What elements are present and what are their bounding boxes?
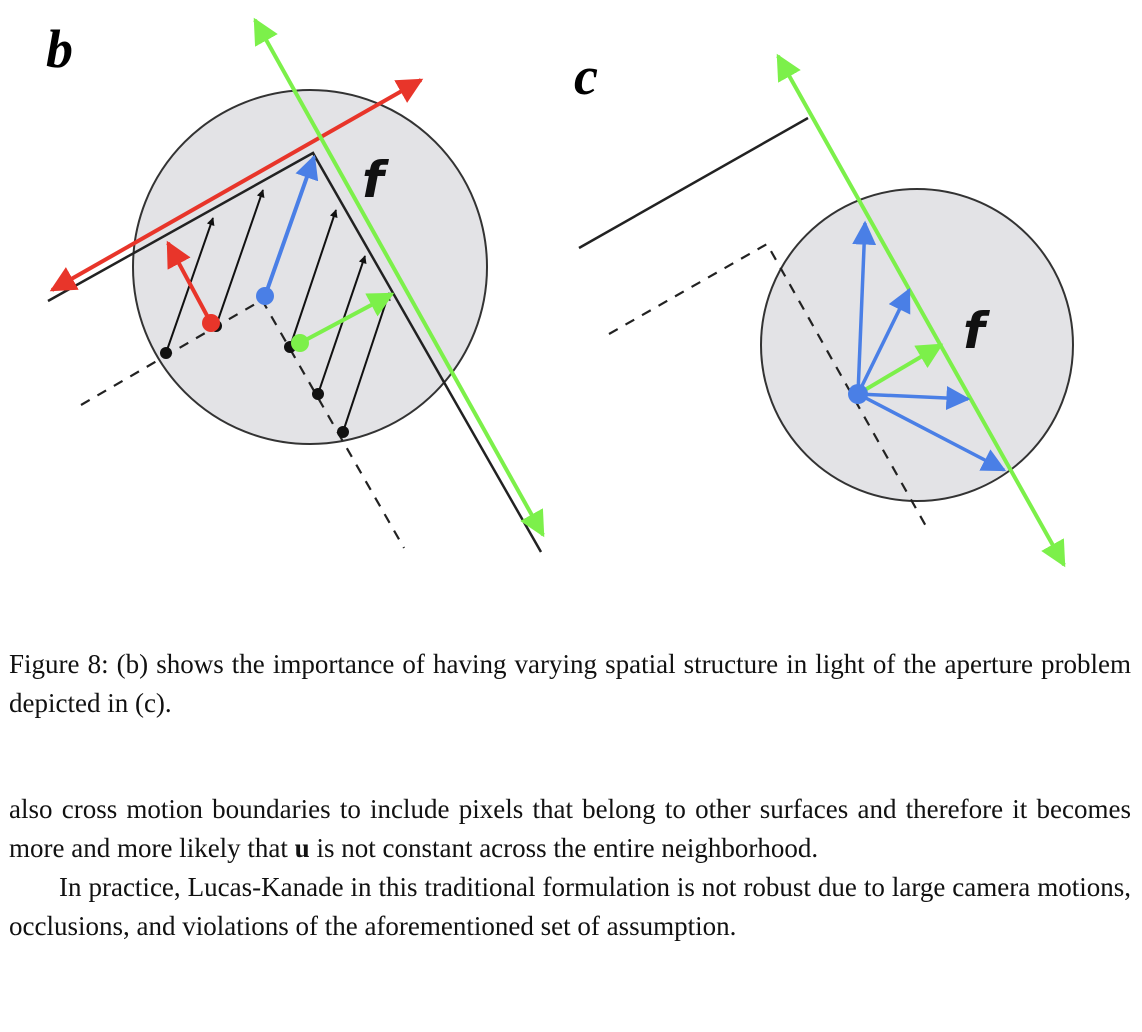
- blue-point-c: [848, 384, 868, 404]
- candidate-arrow: [852, 220, 877, 395]
- figure-caption: Figure 8: (b) shows the importance of ha…: [9, 649, 1131, 718]
- paragraph-1-end: is not constant across the entire neighb…: [309, 833, 819, 863]
- candidate-arrow: [857, 386, 971, 411]
- green-point: [291, 334, 309, 352]
- edge-solid: [578, 116, 809, 250]
- vector-u: u: [294, 833, 310, 863]
- candidate-motion-arrows: [852, 220, 1007, 472]
- green-normal-arrow-c: [856, 343, 944, 396]
- green-edge-ambiguity-arrow-c: [776, 53, 1066, 568]
- panel-b-label: b: [46, 19, 73, 79]
- body-text: also cross motion boundaries to include …: [9, 790, 1131, 946]
- point-dot: [312, 388, 324, 400]
- point-dot: [160, 347, 172, 359]
- figure-svg: b: [46, 17, 1074, 568]
- paragraph-1-start: also cross motion boundaries to include …: [9, 794, 1131, 863]
- panel-c-label: c: [574, 46, 598, 106]
- green-edge-ambiguity-arrow: [253, 17, 545, 538]
- aperture-circle-c: [760, 188, 1074, 502]
- candidate-arrow: [857, 392, 1007, 472]
- red-point: [202, 314, 220, 332]
- blue-point: [256, 287, 274, 305]
- green-normal-arrow: [299, 292, 395, 345]
- paragraph-2: In practice, Lucas-Kanade in this tradit…: [9, 872, 1131, 941]
- figure-8: b: [46, 17, 1074, 568]
- paragraph-1: also cross motion boundaries to include …: [9, 790, 1131, 868]
- panel-b: b: [46, 17, 545, 553]
- point-dot: [337, 426, 349, 438]
- candidate-arrow: [856, 287, 911, 395]
- red-normal-arrow: [166, 240, 213, 324]
- panel-c: c f: [574, 46, 1074, 568]
